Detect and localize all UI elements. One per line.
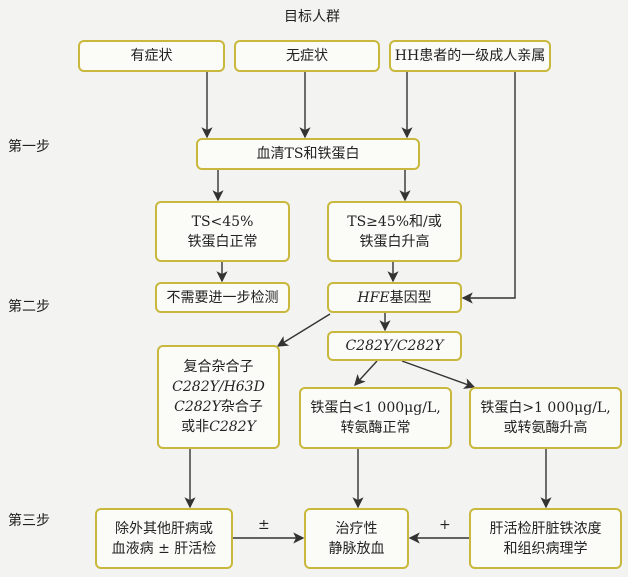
box-text: 或转氨酶升高 bbox=[503, 420, 588, 436]
box-text: 杂合子 bbox=[220, 399, 263, 415]
homozygous-box: C282Y/C282Y bbox=[327, 331, 462, 361]
box-text: 肝活检肝脏铁浓度 bbox=[489, 520, 602, 537]
box-text: 静脉放血 bbox=[328, 540, 385, 557]
ferritin-low-box: 铁蛋白<1 000μg/L, 转氨酶正常 bbox=[299, 387, 452, 449]
box-text: 铁蛋白升高 bbox=[359, 233, 430, 250]
serum-test-box: 血清TS和铁蛋白 bbox=[196, 138, 420, 170]
box-text: 铁蛋白正常 bbox=[187, 233, 258, 250]
box-text: 和组织病理学 bbox=[503, 540, 588, 557]
symptomatic-box: 有症状 bbox=[78, 40, 225, 72]
box-text: 不需要进一步检测 bbox=[166, 289, 279, 306]
box-text: 有症状 bbox=[130, 48, 173, 64]
ferritin-high-box: 铁蛋白>1 000μg/L, 或转氨酶升高 bbox=[469, 387, 622, 449]
box-text: 铁蛋白>1 000μg/L, bbox=[480, 400, 611, 416]
box-text: 除外其他肝病或 bbox=[115, 520, 213, 537]
box-text: C282Y bbox=[174, 399, 221, 415]
step-2-label: 第二步 bbox=[8, 299, 50, 315]
box-text: HFE bbox=[357, 289, 390, 306]
box-text: TS≥45%和/或 bbox=[347, 213, 442, 230]
box-text: TS<45% bbox=[191, 213, 254, 230]
box-text: 血清TS和铁蛋白 bbox=[256, 146, 360, 162]
step-1-label: 第一步 bbox=[8, 139, 50, 155]
no-further-test-box: 不需要进一步检测 bbox=[155, 282, 290, 313]
box-text: C282Y bbox=[209, 419, 256, 435]
box-text: 治疗性 bbox=[335, 520, 378, 537]
box-text: HH患者的一级成人亲属 bbox=[394, 48, 546, 64]
ts-high-box: TS≥45%和/或铁蛋白升高 bbox=[327, 201, 462, 262]
plus-label: + bbox=[439, 517, 451, 533]
relatives-box: HH患者的一级成人亲属 bbox=[389, 40, 551, 72]
box-text: 无症状 bbox=[286, 48, 328, 64]
asymptomatic-box: 无症状 bbox=[234, 40, 380, 72]
step-3-label: 第三步 bbox=[8, 513, 50, 529]
compound-heterozygote-box: 复合杂合子 C282Y/H63D C282Y杂合子 或非C282Y bbox=[157, 345, 280, 449]
box-text: 转氨酶正常 bbox=[340, 420, 411, 436]
box-text: C282Y/H63D bbox=[172, 379, 265, 395]
ts-low-box: TS<45% 铁蛋白正常 bbox=[155, 201, 290, 262]
box-text: 铁蛋白<1 000μg/L, bbox=[310, 400, 441, 416]
box-text: 或非 bbox=[181, 419, 210, 435]
box-text: 基因型 bbox=[389, 289, 432, 306]
box-text: 血液病 ± 肝活检 bbox=[111, 540, 217, 557]
phlebotomy-box: 治疗性静脉放血 bbox=[304, 508, 409, 569]
exclude-other-disease-box: 除外其他肝病或血液病 ± 肝活检 bbox=[95, 508, 233, 569]
box-text: 复合杂合子 bbox=[183, 359, 254, 375]
box-text: C282Y/C282Y bbox=[345, 338, 444, 354]
plus-minus-label: ± bbox=[258, 517, 270, 533]
diagram-title: 目标人群 bbox=[284, 9, 340, 25]
liver-biopsy-box: 肝活检肝脏铁浓度和组织病理学 bbox=[469, 508, 622, 569]
